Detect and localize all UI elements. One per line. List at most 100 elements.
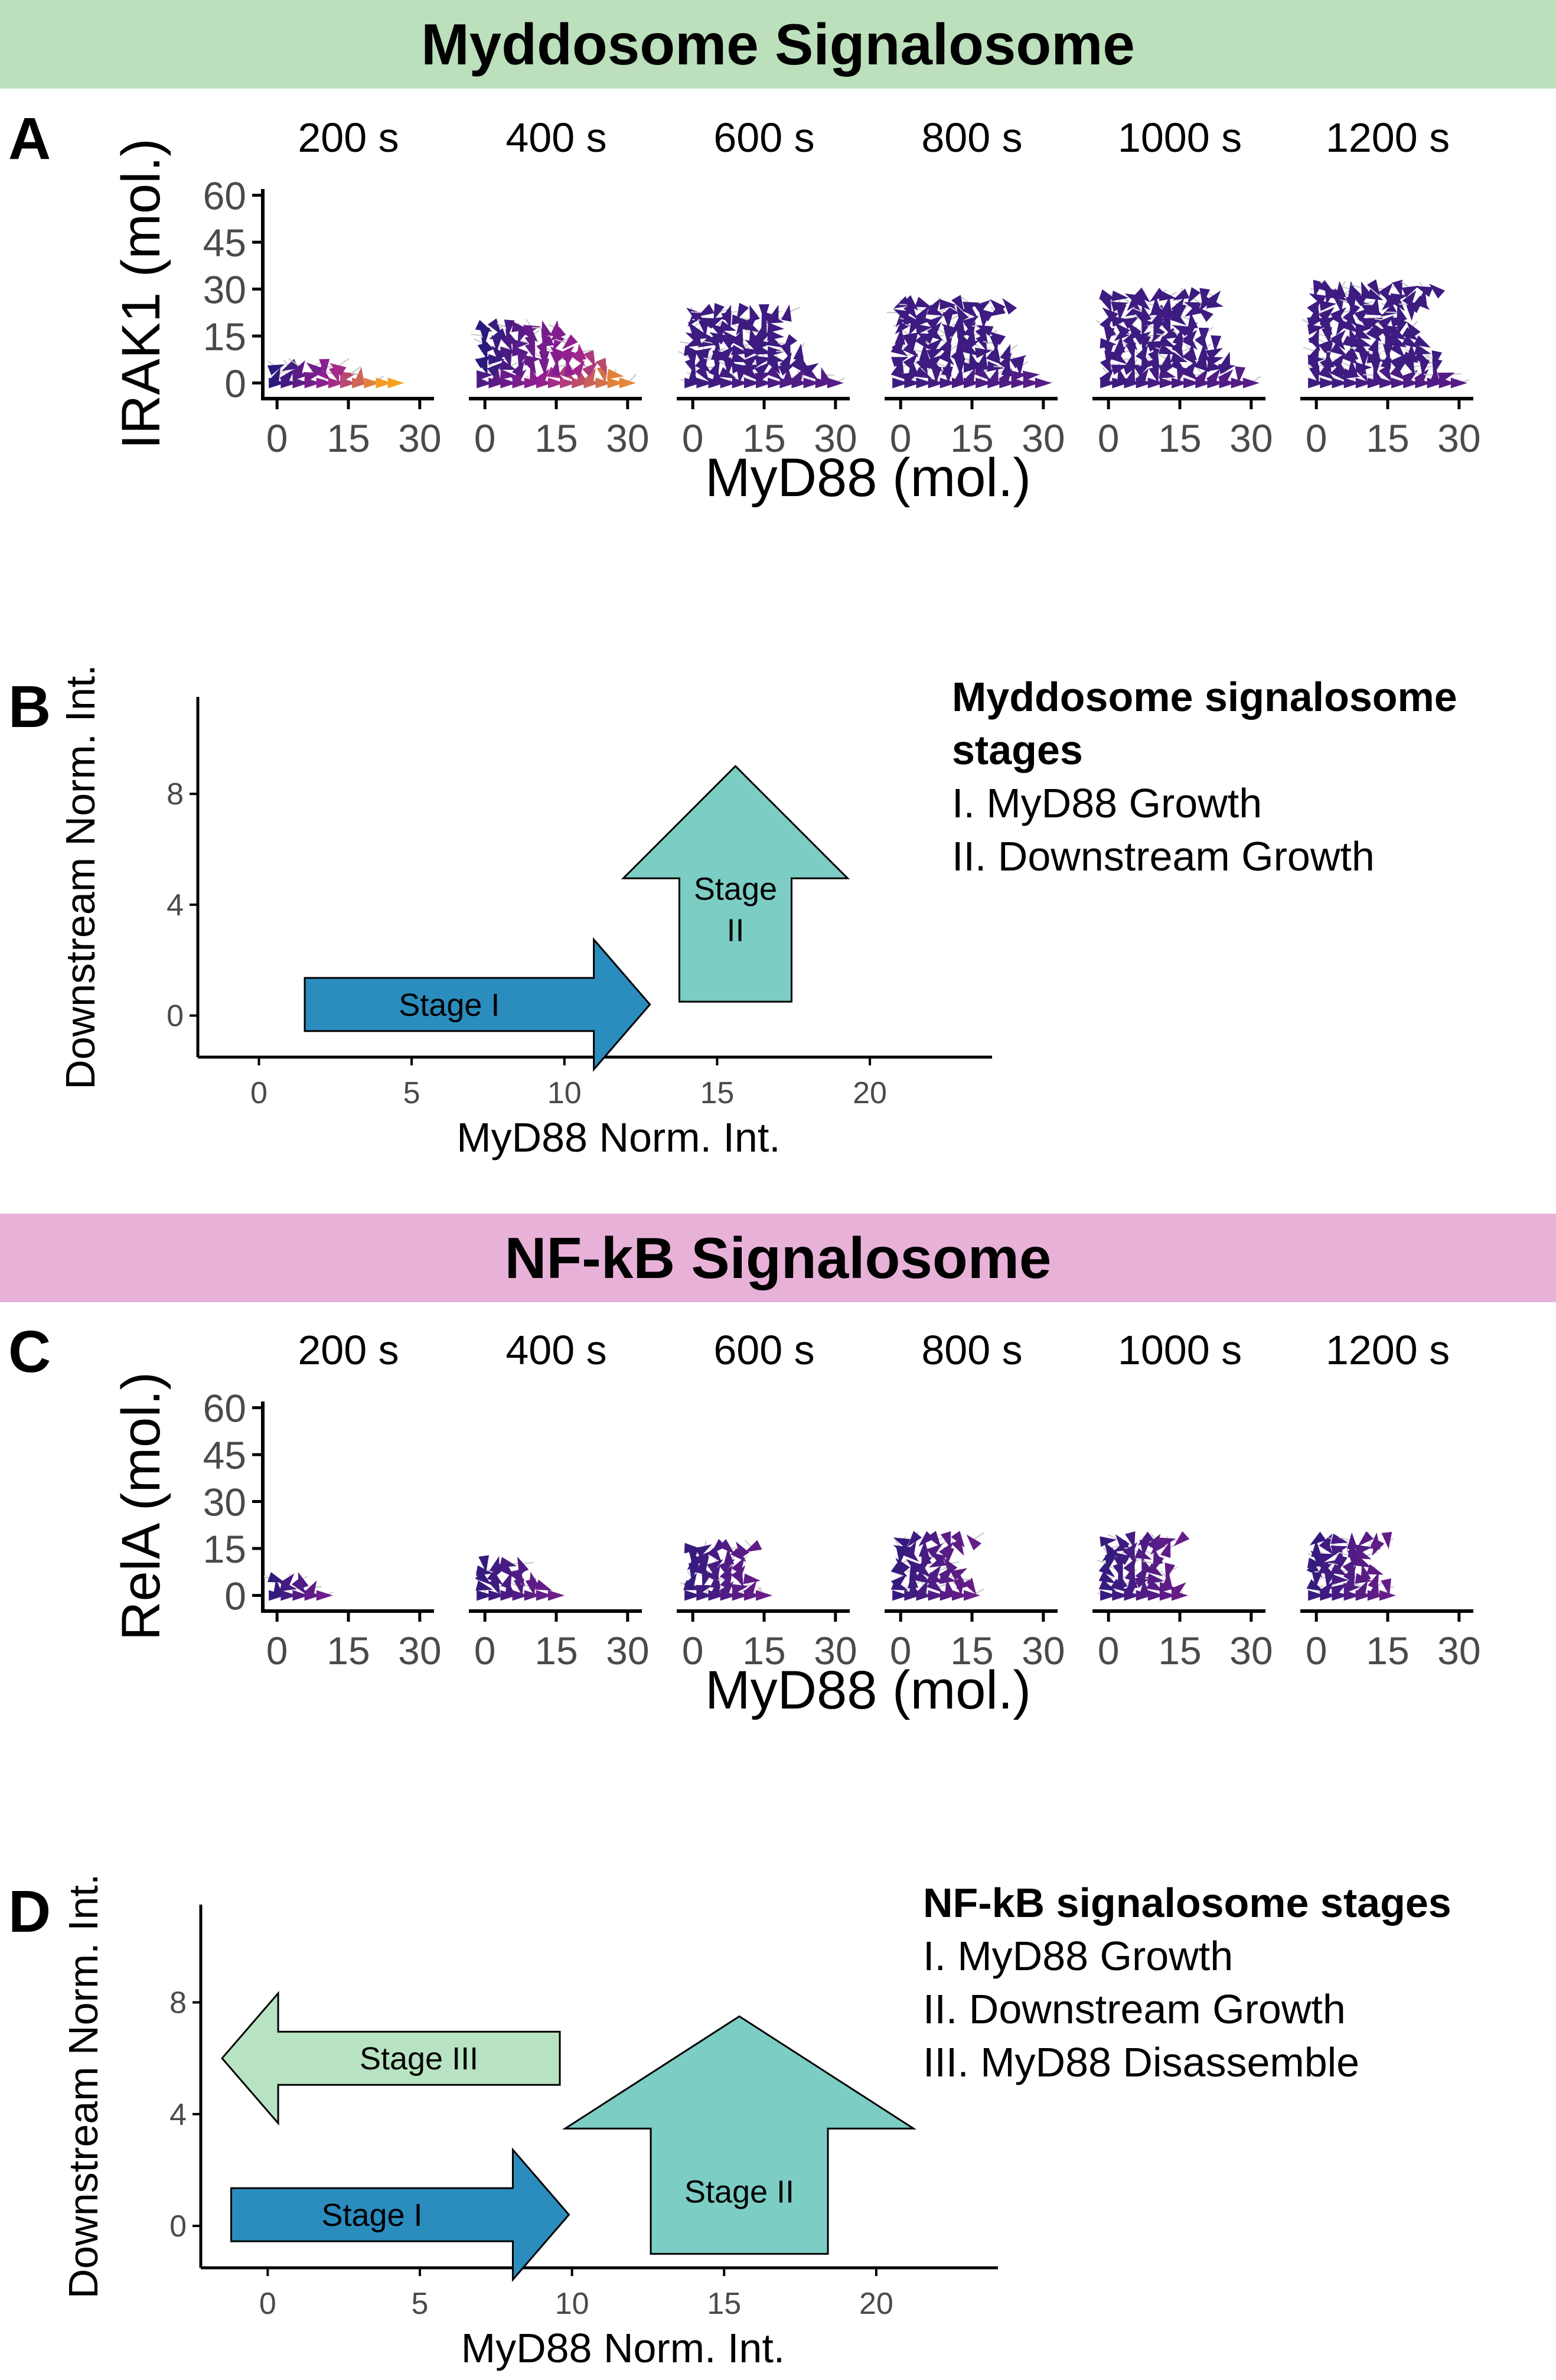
- c-xtick-label: 15: [1158, 1629, 1201, 1672]
- c-vector-arrow: [909, 1564, 920, 1582]
- c-vector-arrow: [1100, 1590, 1117, 1601]
- a-vector-arrow: [1361, 281, 1372, 299]
- a-vector-arrow: [491, 335, 503, 353]
- legend-b-title-line1: Myddosome signalosome: [952, 674, 1457, 720]
- c-vector-arrow: [1366, 1564, 1384, 1575]
- a-vector-arrow: [1183, 302, 1202, 313]
- c-vector-arrow: [890, 1563, 908, 1577]
- c-vector-arrow: [743, 1580, 757, 1597]
- a-vector-arrow: [1242, 377, 1260, 389]
- a-vector-arrow: [1187, 287, 1201, 304]
- c-xtick-label: 30: [1229, 1629, 1273, 1672]
- a-xtick-label: 15: [327, 416, 370, 460]
- a-vector-arrow: [1219, 351, 1231, 369]
- a-vector-arrow: [1347, 359, 1358, 376]
- a-vector-arrow: [1158, 344, 1176, 355]
- c-vector-arrow: [499, 1557, 517, 1567]
- a-vector-arrow: [582, 361, 598, 377]
- c-vector-arrow: [907, 1531, 922, 1547]
- a-vector-arrow: [976, 377, 993, 389]
- a-vector-arrow: [1199, 288, 1211, 305]
- a-vector-arrow: [988, 367, 999, 385]
- a-vector-arrow: [1342, 311, 1358, 327]
- a-vector-arrow: [1330, 353, 1345, 370]
- a-vector-arrow: [1099, 369, 1114, 385]
- a-vector-arrow: [720, 305, 732, 322]
- a-vector-arrow: [595, 357, 607, 375]
- a-vector-arrow: [902, 342, 919, 357]
- c-facet-label: 1000 s: [1118, 1327, 1242, 1373]
- a-vector-arrow: [606, 369, 624, 380]
- a-vector-arrow: [697, 304, 715, 317]
- c-vector-arrow: [950, 1568, 968, 1581]
- c-vector-arrow: [477, 1590, 494, 1601]
- c-vector-arrow: [273, 1579, 283, 1597]
- a-vector-arrow: [1390, 342, 1405, 358]
- a-vector-arrow: [1369, 296, 1380, 314]
- a-vector-arrow: [560, 377, 577, 389]
- a-vector-arrow: [1324, 351, 1335, 369]
- c-vector-arrow: [745, 1540, 762, 1553]
- c-vector-arrow: [478, 1555, 489, 1573]
- a-vector-arrow: [1172, 377, 1188, 389]
- c-vector-arrow: [927, 1565, 941, 1582]
- c-vector-arrow: [534, 1579, 552, 1591]
- c-vector-arrow: [1125, 1531, 1136, 1549]
- nfkb-banner: NF-kB Signalosome: [0, 1214, 1556, 1302]
- c-vector-arrow: [1160, 1540, 1171, 1559]
- legend-b-title-line2: stages: [952, 727, 1083, 773]
- a-vector-arrow: [1332, 377, 1349, 389]
- a-vector-arrow: [1186, 343, 1197, 360]
- c-vector-arrow: [1115, 1534, 1130, 1551]
- a-vector-arrow: [793, 343, 804, 361]
- c-vector-arrow: [1369, 1532, 1381, 1550]
- c-vector-arrow: [927, 1531, 941, 1548]
- a-vector-arrow: [963, 321, 976, 338]
- a-vector-arrow: [963, 301, 980, 312]
- myddosome-banner: Myddosome Signalosome: [0, 0, 1556, 89]
- a-facet-label: 800 s: [921, 115, 1022, 161]
- a-vector-arrow: [306, 362, 323, 377]
- c-vector-arrow: [292, 1590, 309, 1601]
- c-vector-arrow: [1113, 1552, 1130, 1566]
- a-vector-arrow: [687, 367, 699, 384]
- a-facet-label: 1200 s: [1326, 115, 1450, 161]
- a-vector-arrow: [742, 354, 759, 369]
- a-vector-arrow: [329, 363, 347, 377]
- a-vector-arrow: [1318, 307, 1335, 322]
- a-facet-label: 600 s: [713, 115, 814, 161]
- c-vector-arrow: [475, 1580, 493, 1591]
- a-vector-arrow: [1342, 319, 1359, 334]
- a-vector-arrow: [914, 367, 932, 379]
- c-vector-arrow: [944, 1579, 955, 1597]
- a-facet-label: 400 s: [505, 115, 606, 161]
- c-vector-arrow: [488, 1590, 505, 1601]
- a-vector-arrow: [754, 361, 771, 377]
- a-vector-arrow: [919, 343, 930, 360]
- a-vector-arrow: [1134, 287, 1150, 303]
- a-vector-arrow: [1206, 290, 1221, 307]
- a-ylabel: IRAK1 (mol.): [111, 138, 171, 449]
- c-vector-arrow: [964, 1590, 980, 1601]
- a-vector-arrow: [695, 365, 710, 382]
- a-vector-arrow: [570, 360, 585, 377]
- c-vector-arrow: [1104, 1541, 1118, 1559]
- a-xtick-label: 0: [890, 416, 912, 460]
- panel-label-a: A: [8, 106, 51, 172]
- c-vector-arrow: [1159, 1590, 1176, 1601]
- c-vector-arrow: [719, 1564, 733, 1582]
- a-xtick-label: 0: [1306, 416, 1327, 460]
- a-vector-arrow: [1035, 377, 1052, 389]
- a-vector-arrow: [696, 377, 713, 389]
- d-ylabel: Downstream Norm. Int.: [60, 1874, 106, 2299]
- a-vector-arrow: [1150, 296, 1162, 314]
- c-xtick-label: 0: [890, 1629, 912, 1672]
- a-vector-arrow: [1307, 298, 1322, 315]
- a-vector-arrow: [754, 372, 772, 383]
- a-vector-arrow: [487, 362, 504, 377]
- a-vector-arrow: [535, 369, 550, 385]
- a-vector-arrow: [1099, 289, 1117, 300]
- a-vector-arrow: [708, 360, 720, 377]
- a-vector-arrow: [1159, 290, 1176, 301]
- d-xtick-label: 15: [707, 2287, 741, 2321]
